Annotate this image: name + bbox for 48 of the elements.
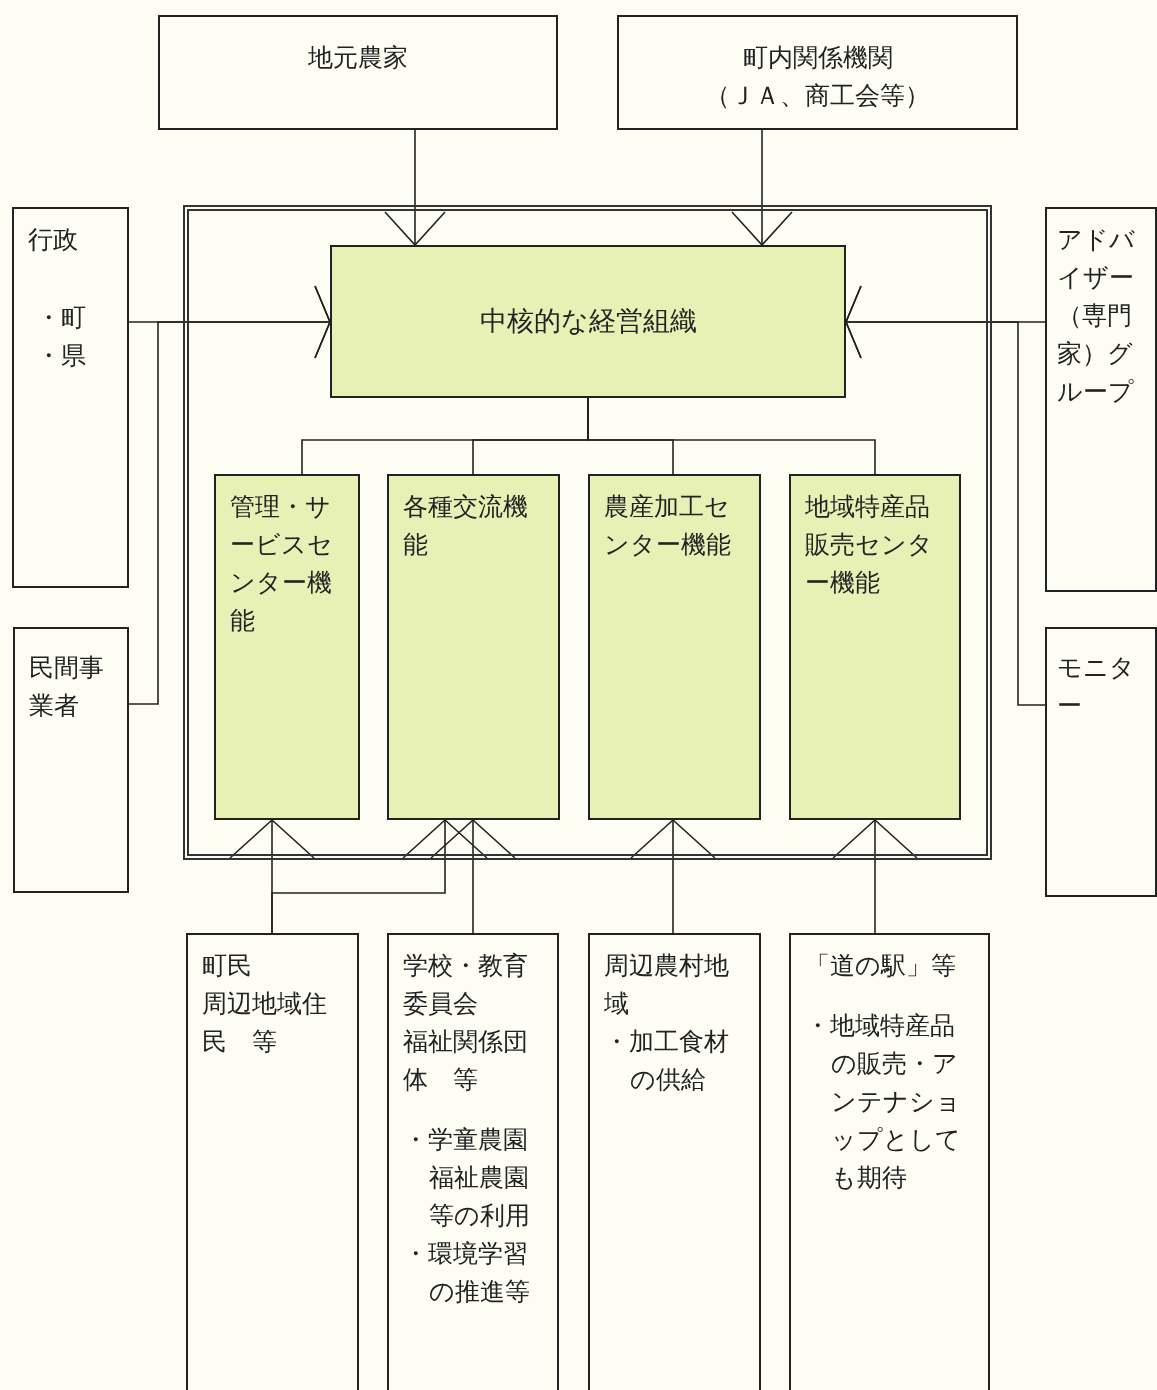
arrow: [128, 285, 331, 705]
box-text: 「道の駅」等: [805, 950, 957, 982]
box-text: ・環境学習の推進等: [403, 1238, 531, 1308]
box-text: ・県: [35, 340, 87, 372]
arrow: [271, 819, 488, 934]
function-box: [789, 474, 961, 820]
box-text: 農産加工センター機能: [604, 491, 732, 561]
box-text: 各種交流機能: [403, 491, 529, 561]
box-text: アドバイザー（専門家）グループ: [1057, 224, 1136, 408]
node-box: [617, 15, 1018, 130]
node-box: [186, 933, 359, 1390]
box-text: ・町: [35, 302, 87, 334]
node-box: [1045, 627, 1157, 897]
node-box: [12, 207, 129, 588]
box-text: ・地域特産品の販売・アンテナショップとしても期待: [805, 1010, 962, 1194]
box-text: モニター: [1057, 652, 1136, 722]
core-box: [330, 245, 846, 398]
arrow: [630, 819, 716, 934]
function-box: [588, 474, 761, 820]
box-text: 周辺地域住民 等: [202, 988, 328, 1058]
node-box: [789, 933, 990, 1390]
function-box: [214, 474, 360, 820]
arrow: [845, 285, 1046, 706]
box-text: 町民: [202, 950, 253, 982]
node-box: [13, 627, 129, 893]
box-text: 地域特産品販売センター機能: [805, 491, 934, 599]
arrow: [832, 819, 918, 934]
node-box: [1045, 207, 1157, 592]
node-box: [158, 15, 558, 130]
function-box: [387, 474, 560, 820]
box-text: 周辺農村地域: [604, 950, 730, 1020]
arrow: [430, 819, 516, 934]
arrow: [731, 129, 793, 246]
node-box: [588, 933, 761, 1390]
arrow: [384, 129, 446, 246]
box-text: 地元農家: [307, 42, 409, 74]
box-text: 中核的な経営組織: [478, 304, 698, 338]
box-text: 民間事業者: [29, 652, 105, 722]
box-text: ・学童農園福祉農園等の利用: [403, 1124, 531, 1232]
box-text: （ＪＡ、商工会等）: [704, 80, 931, 112]
box-text: 学校・教育委員会: [403, 950, 529, 1020]
box-text: 行政: [28, 224, 79, 256]
double-frame: [183, 205, 992, 860]
node-box: [387, 933, 559, 1390]
box-text: 町内関係機関: [741, 42, 894, 74]
box-text: 管理・サービスセンター機能: [230, 491, 334, 637]
box-text: ・加工食材の供給: [604, 1026, 730, 1096]
box-text: 福祉関係団体 等: [403, 1026, 529, 1096]
